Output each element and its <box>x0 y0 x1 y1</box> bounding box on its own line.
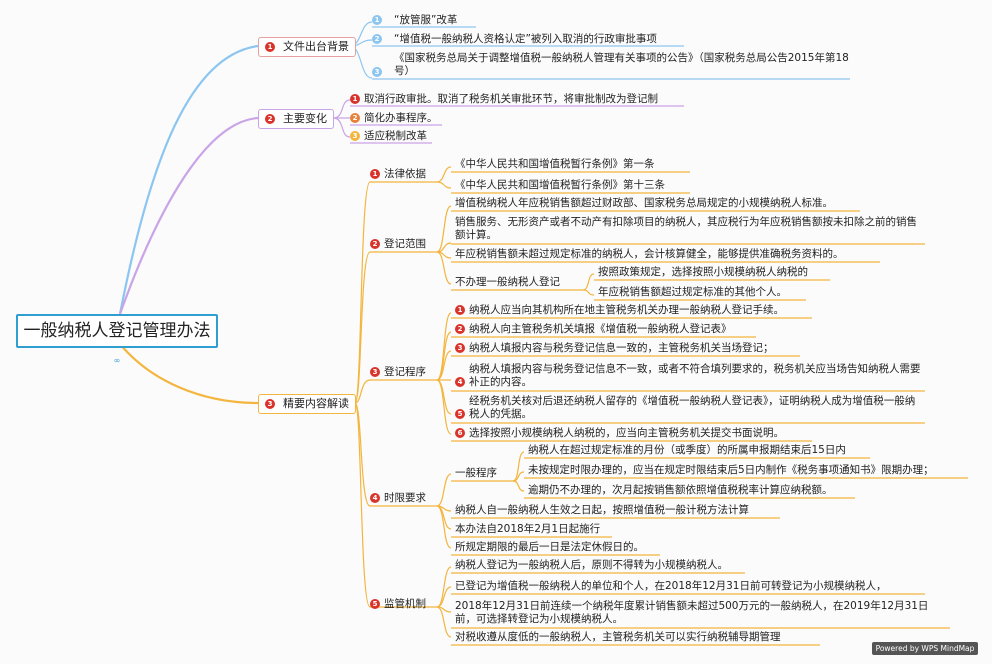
procedure-item-3[interactable]: 3 纳税人填报内容与税务登记信息一致的，主管税务机关当场登记； <box>455 342 774 355</box>
deadline-item-2[interactable]: 本办法自2018年2月1日起施行 <box>455 523 601 535</box>
topic-registration-procedure[interactable]: 3 登记程序 <box>370 366 426 379</box>
priority-5-icon: 5 <box>370 599 380 609</box>
priority-1-icon: 1 <box>265 42 275 52</box>
priority-2-icon: 2 <box>455 324 465 334</box>
legal-item-1[interactable]: 《中华人民共和国增值税暂行条例》第一条 <box>455 158 655 170</box>
scope-exclude-topic[interactable]: 不办理一般纳税人登记 <box>455 276 560 288</box>
procedure-item-5[interactable]: 5 经税务机关核对后退还纳税人留存的《增值税一般纳税人登记表》，证明纳税人成为增… <box>455 395 925 421</box>
exclude-item-1[interactable]: 按照政策规定，选择按照小规模纳税人纳税的 <box>598 266 808 278</box>
priority-4-icon: 4 <box>370 493 380 503</box>
supervision-item-3[interactable]: 2018年12月31日前连续一个纳税年度累计销售额未超过500万元的一般纳税人，… <box>455 600 929 625</box>
branch-key-interpretation[interactable]: 3 精要内容解读 <box>258 394 356 414</box>
branch-main-changes[interactable]: 2 主要变化 <box>258 109 334 129</box>
deadline-general-item-3[interactable]: 逾期仍不办理的，次月起按销售额依照增值税税率计算应纳税额。 <box>528 484 833 496</box>
deadline-general-item-1[interactable]: 纳税人在超过规定标准的月份（或季度）的所属申报期结束后15日内 <box>528 444 846 456</box>
supervision-item-4[interactable]: 对税收遵从度低的一般纳税人，主管税务机关可以实行纳税辅导期管理 <box>455 631 781 643</box>
legal-item-2[interactable]: 《中华人民共和国增值税暂行条例》第十三条 <box>455 179 665 191</box>
root-topic[interactable]: 一般纳税人登记管理办法 ∞ <box>16 314 218 365</box>
deadline-item-3[interactable]: 所规定期限的最后一日是法定休假日的。 <box>455 541 644 553</box>
priority-3-icon: 3 <box>350 131 360 141</box>
priority-2-icon: 2 <box>265 114 275 124</box>
deadline-item-1[interactable]: 纳税人自一般纳税人生效之日起，按照增值税一般计税方法计算 <box>455 504 749 516</box>
exclude-item-2[interactable]: 年应税销售额超过规定标准的其他个人。 <box>598 286 787 298</box>
topic-registration-scope[interactable]: 2 登记范围 <box>370 238 426 251</box>
scope-item-1[interactable]: 增值税纳税人年应税销售额超过财政部、国家税务总局规定的小规模纳税人标准。 <box>455 197 833 209</box>
priority-2-icon: 2 <box>370 239 380 249</box>
priority-3-icon: 3 <box>455 343 465 353</box>
scope-item-2[interactable]: 销售服务、无形资产或者不动产有扣除项目的纳税人，其应税行为年应税销售额按未扣除之… <box>455 216 917 241</box>
deadline-general-topic[interactable]: 一般程序 <box>455 467 497 479</box>
deadline-general-item-2[interactable]: 未按规定时限办理的，应当在规定时限结束后5日内制作《税务事项通知书》限期办理； <box>528 464 934 476</box>
scope-item-3[interactable]: 年应税销售额未超过规定标准的纳税人，会计核算健全，能够提供准确税务资料的。 <box>455 248 844 260</box>
procedure-item-2[interactable]: 2 纳税人向主管税务机关填报《增值税一般纳税人登记表》 <box>455 323 732 336</box>
change-item-3[interactable]: 3 适应税制改革 <box>350 130 427 143</box>
procedure-item-6[interactable]: 6 选择按照小规模纳税人纳税的，应当向主管税务机关提交书面说明。 <box>455 427 784 440</box>
background-item-2[interactable]: 2 “增值税一般纳税人资格认定”被列入取消的行政审批事项 <box>372 33 657 46</box>
priority-1-icon: 1 <box>455 305 465 315</box>
powered-by-badge: Powered by WPS MindMap <box>872 642 978 655</box>
topic-legal-basis[interactable]: 1 法律依据 <box>370 168 426 181</box>
supervision-item-2[interactable]: 已登记为增值税一般纳税人的单位和个人，在2018年12月31日前可转登记为小规模… <box>455 580 887 592</box>
procedure-item-1[interactable]: 1 纳税人应当向其机构所在地主管税务机关办理一般纳税人登记手续。 <box>455 304 784 317</box>
priority-1-icon: 1 <box>350 94 360 104</box>
priority-3-icon: 3 <box>370 367 380 377</box>
priority-3-icon: 3 <box>372 67 382 77</box>
priority-6-icon: 6 <box>455 428 465 438</box>
background-item-3[interactable]: 3 《国家税务总局关于调整增值税一般纳税人管理有关事项的公告》（国家税务总局公告… <box>372 52 850 78</box>
change-item-2[interactable]: 2 简化办事程序。 <box>350 112 438 125</box>
branch-curve-2 <box>118 116 259 315</box>
procedure-item-4[interactable]: 4 纳税人填报内容与税务登记信息不一致，或者不符合填列要求的，税务机关应当场告知… <box>455 363 925 389</box>
branch-curve-1 <box>118 44 259 315</box>
priority-2-icon: 2 <box>350 113 360 123</box>
priority-1-icon: 1 <box>370 169 380 179</box>
supervision-item-1[interactable]: 纳税人登记为一般纳税人后，原则不得转为小规模纳税人。 <box>455 559 728 571</box>
priority-2-icon: 2 <box>372 34 382 44</box>
topic-supervision[interactable]: 5 监管机制 <box>370 598 426 611</box>
change-item-1[interactable]: 1 取消行政审批。取消了税务机关审批环节，将审批制改为登记制 <box>350 93 658 106</box>
branch-background[interactable]: 1 文件出台背景 <box>258 37 356 57</box>
priority-3-icon: 3 <box>265 399 275 409</box>
branch-curve-3 <box>119 343 259 405</box>
link-icon[interactable]: ∞ <box>113 356 121 365</box>
priority-4-icon: 4 <box>455 377 465 387</box>
priority-5-icon: 5 <box>455 409 465 419</box>
priority-1-icon: 1 <box>372 15 382 25</box>
topic-time-limit[interactable]: 4 时限要求 <box>370 492 426 505</box>
background-item-1[interactable]: 1 “放管服”改革 <box>372 14 457 27</box>
